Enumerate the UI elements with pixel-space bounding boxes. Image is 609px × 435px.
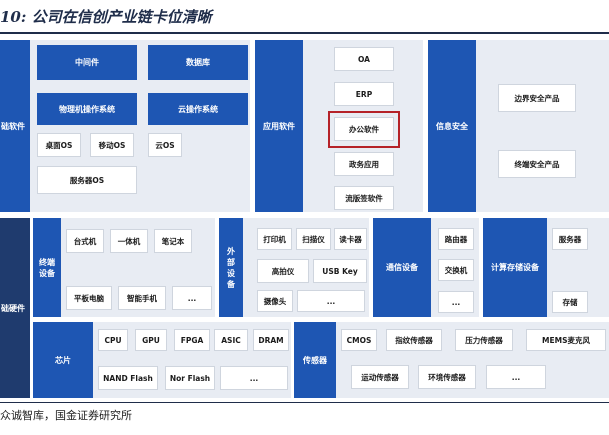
desktop-os-box: 桌面OS [37,133,81,157]
sensor-fingerprint: 指纹传感器 [386,329,442,351]
peripheral-card-reader: 读卡器 [334,228,367,250]
app-item-oa: OA [334,47,394,71]
chip-dram: DRAM [253,329,289,351]
app-item-layout-signature-software: 流版签软件 [334,186,394,210]
chip-gpu: GPU [135,329,167,351]
sensor-motion: 运动传感器 [351,365,409,389]
terminal-desktop: 台式机 [66,229,104,253]
sensor-pressure: 压力传感器 [455,329,513,351]
compute-storage: 存储 [552,291,588,313]
basic-software-label: 础软件 [0,40,30,212]
figure-title: 10: 公司在信创产业链卡位清晰 [0,8,212,26]
source-note: 众诚智库，国金证券研究所 [0,409,132,422]
app-item-government-apps: 政务应用 [334,152,394,176]
chip-fpga: FPGA [174,329,210,351]
compute-server: 服务器 [552,228,588,250]
peripheral-printer: 打印机 [257,228,292,250]
app-item-erp: ERP [334,82,394,106]
chip-cpu: CPU [98,329,128,351]
sensor-cmos: CMOS [341,329,377,351]
terminal-smartphone: 智能手机 [118,286,166,310]
mobile-os-box: 移动OS [90,133,134,157]
peripheral-usb-key: USB Key [313,259,367,283]
chip-nor-flash: Nor Flash [165,366,215,390]
cloud-os-block: 云操作系统 [148,93,248,125]
application-software-label: 应用软件 [255,40,303,212]
title-divider [0,32,609,34]
chips-label: 芯片 [33,322,93,398]
peripheral-document-camera: 高拍仪 [257,259,309,283]
terminal-tablet: 平板电脑 [66,286,112,310]
computing-storage-label: 计算存储设备 [483,218,547,317]
comm-switch: 交换机 [438,259,474,281]
chip-more: ... [220,366,288,390]
physical-os-block: 物理机操作系统 [37,93,137,125]
basic-hardware-label: 础硬件 [0,218,30,398]
server-os-box: 服务器OS [37,166,137,194]
terminal-more: ... [172,286,212,310]
terminal-all-in-one: 一体机 [110,229,148,253]
info-security-label: 信息安全 [428,40,476,212]
chip-nand-flash: NAND Flash [98,366,158,390]
cloud-os-box: 云OS [148,133,182,157]
peripheral-scanner: 扫描仪 [296,228,331,250]
comm-more: ... [438,291,474,313]
sensor-more: ... [486,365,546,389]
boundary-security-box: 边界安全产品 [498,84,576,112]
communication-label: 通信设备 [373,218,431,317]
database-block: 数据库 [148,45,248,80]
comm-router: 路由器 [438,228,474,250]
terminal-laptop: 笔记本 [154,229,192,253]
middleware-block: 中间件 [37,45,137,80]
office-software-highlight [328,111,400,148]
sensor-environment: 环境传感器 [418,365,476,389]
app-item-office-software: 办公软件 [334,117,394,141]
sensor-mems-mic: MEMS麦克风 [526,329,606,351]
source-divider [0,402,609,403]
peripheral-camera: 摄像头 [257,290,293,312]
peripherals-label: 外部设备 [219,218,243,317]
chip-asic: ASIC [214,329,248,351]
peripheral-more: ... [297,290,365,312]
sensors-label: 传感器 [294,322,336,398]
terminal-devices-label: 终端设备 [33,218,61,317]
endpoint-security-box: 终端安全产品 [498,150,576,178]
